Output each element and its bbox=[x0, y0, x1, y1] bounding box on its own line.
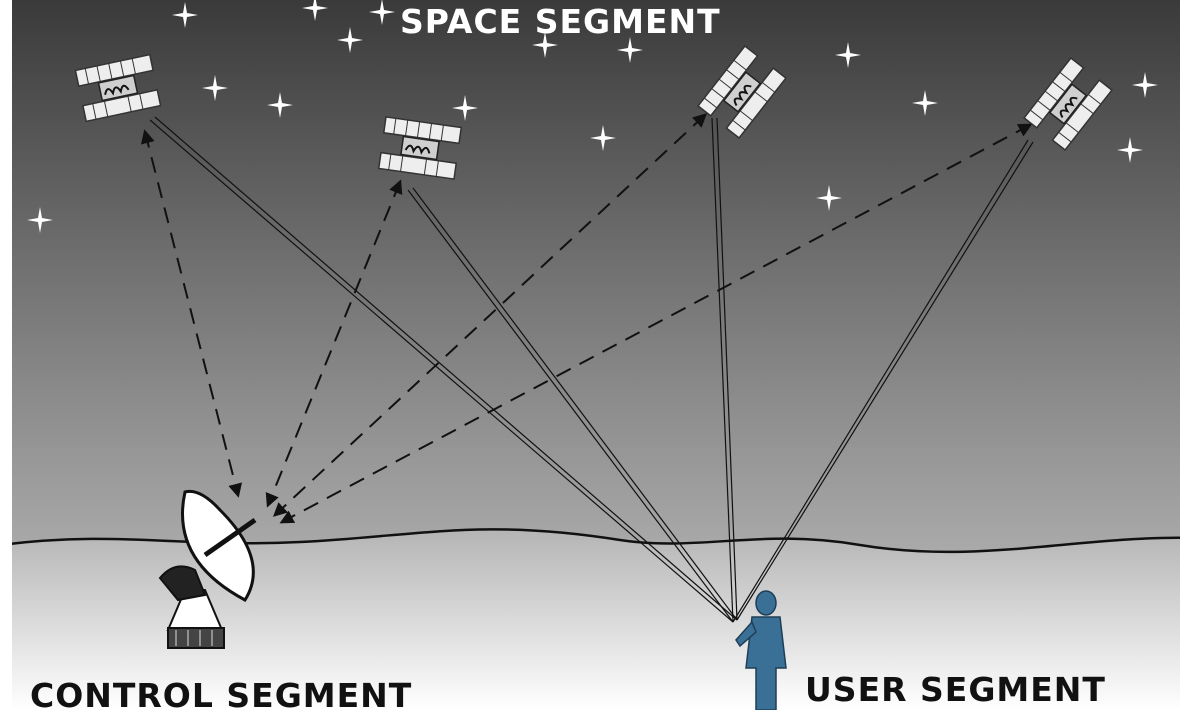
control-link-lines bbox=[140, 113, 1033, 524]
ground bbox=[0, 529, 1194, 710]
user-segment-label: USER SEGMENT bbox=[805, 670, 1106, 709]
person-icon bbox=[735, 590, 787, 710]
left-border bbox=[0, 0, 12, 710]
satellite-dish-icon bbox=[158, 489, 257, 649]
space-segment-label: SPACE SEGMENT bbox=[400, 2, 721, 41]
control-segment-label: CONTROL SEGMENT bbox=[30, 676, 413, 715]
right-border bbox=[1180, 0, 1194, 710]
